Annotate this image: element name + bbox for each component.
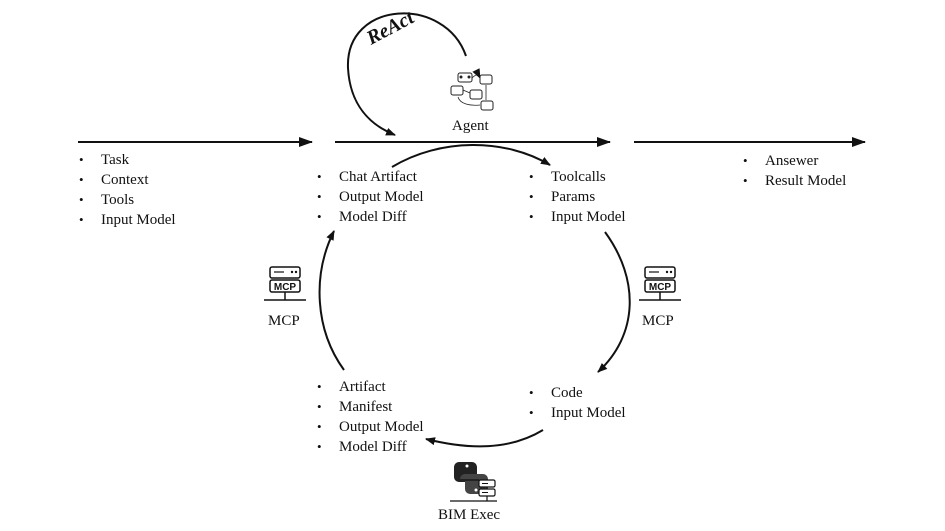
list-item: Params	[529, 187, 626, 207]
list-item: Ansewer	[743, 151, 846, 171]
input-list: Task Context Tools Input Model	[79, 150, 176, 230]
mcp-right-label: MCP	[642, 313, 674, 329]
list-item: Input Model	[529, 207, 626, 227]
list-item: Manifest	[317, 397, 424, 417]
mcp-left-label: MCP	[268, 313, 300, 329]
cycle-top-left-list: Chat Artifact Output Model Model Diff	[317, 167, 424, 227]
list-item: Input Model	[529, 403, 626, 423]
react-loop-arrow	[346, 12, 467, 136]
mcp-server-icon-left: MCP	[264, 266, 306, 301]
list-item: Task	[79, 150, 176, 170]
server-icon	[450, 479, 497, 502]
list-item: Chat Artifact	[317, 167, 424, 187]
list-item: Output Model	[317, 417, 424, 437]
list-item: Context	[79, 170, 176, 190]
svg-text:MCP: MCP	[274, 282, 297, 293]
list-item: Input Model	[79, 210, 176, 230]
cycle-bottom-left-list: Artifact Manifest Output Model Model Dif…	[317, 377, 424, 457]
output-list: Ansewer Result Model	[743, 151, 846, 191]
list-item: Code	[529, 383, 626, 403]
list-item: Model Diff	[317, 437, 424, 457]
list-item: Result Model	[743, 171, 846, 191]
cycle-arrow-bottom	[425, 429, 544, 448]
cycle-arrow-top	[391, 144, 551, 168]
agent-label: Agent	[452, 118, 489, 134]
cycle-bottom-right-list: Code Input Model	[529, 383, 626, 423]
list-item: Tools	[79, 190, 176, 210]
list-item: Toolcalls	[529, 167, 626, 187]
cycle-arrow-right	[597, 231, 631, 373]
list-item: Output Model	[317, 187, 424, 207]
agent-icon	[450, 68, 494, 111]
cycle-top-right-list: Toolcalls Params Input Model	[529, 167, 626, 227]
bim-exec-label: BIM Exec	[438, 507, 501, 523]
list-item: Model Diff	[317, 207, 424, 227]
cycle-arrow-left	[318, 230, 345, 371]
svg-text:MCP: MCP	[649, 282, 672, 293]
list-item: Artifact	[317, 377, 424, 397]
mcp-server-icon-right: MCP	[639, 266, 681, 301]
